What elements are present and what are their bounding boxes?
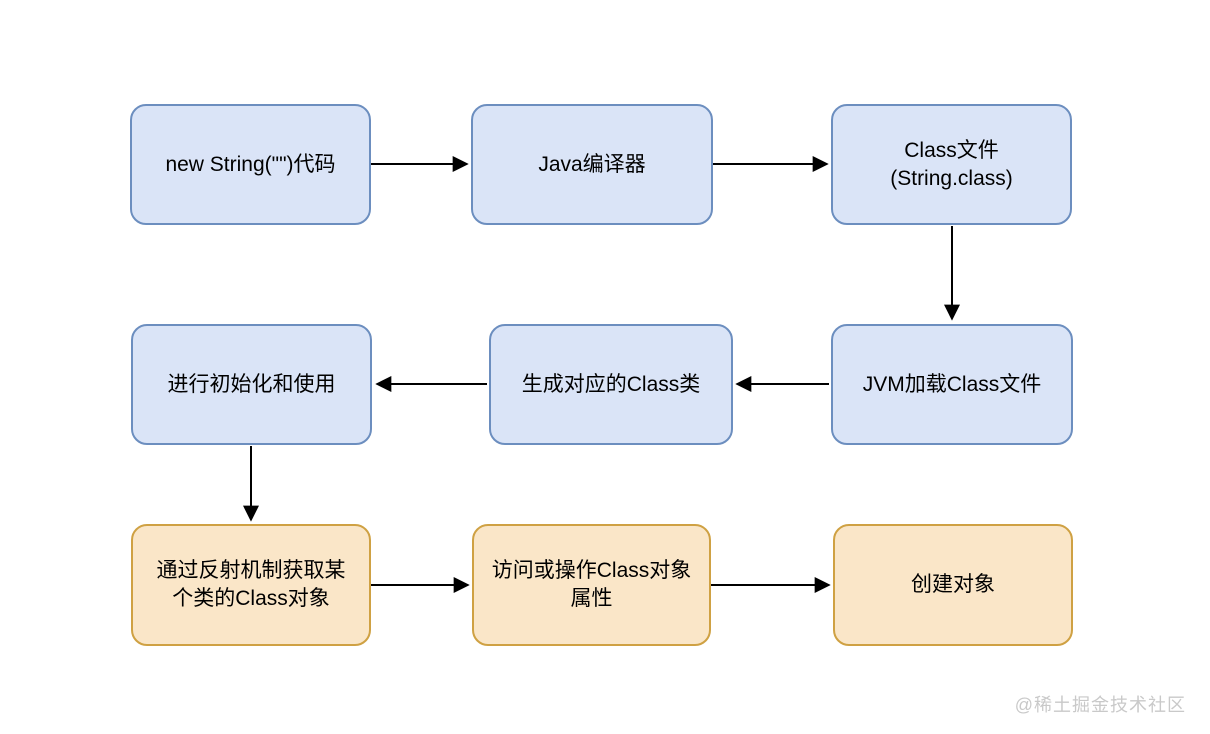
node-init-use: 进行初始化和使用 — [131, 324, 372, 445]
node-jvm-load: JVM加载Class文件 — [831, 324, 1073, 445]
node-generate-class: 生成对应的Class类 — [489, 324, 733, 445]
node-class-file: Class文件 (String.class) — [831, 104, 1072, 225]
node-reflection-get: 通过反射机制获取某 个类的Class对象 — [131, 524, 371, 646]
node-create-object: 创建对象 — [833, 524, 1073, 646]
node-access-attrs: 访问或操作Class对象 属性 — [472, 524, 711, 646]
watermark: @稀土掘金技术社区 — [1014, 695, 1186, 715]
node-java-compiler: Java编译器 — [471, 104, 713, 225]
node-source-code: new String("")代码 — [130, 104, 371, 225]
